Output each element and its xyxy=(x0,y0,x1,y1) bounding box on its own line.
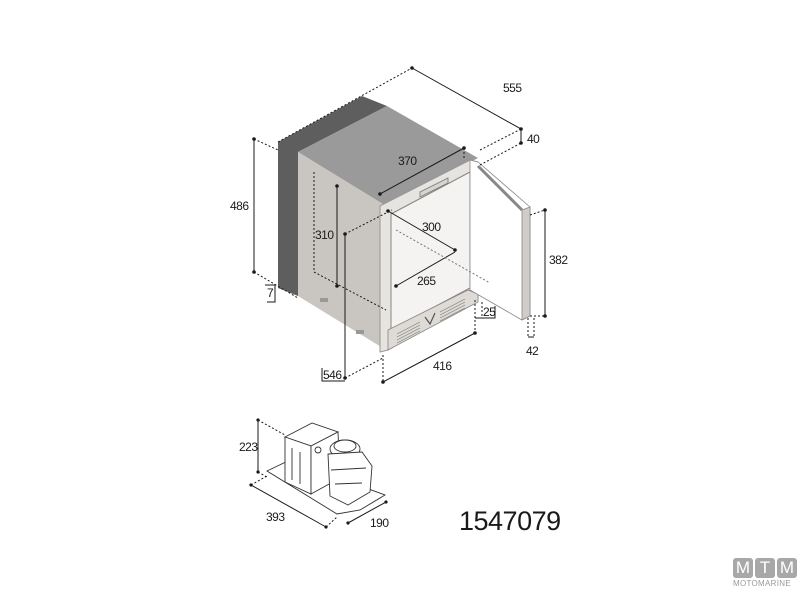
dim-depth-total: 555 xyxy=(503,81,522,95)
motomarine-logo: M T M MOTOMARINE xyxy=(733,558,797,588)
dim-compressor-width: 190 xyxy=(370,516,389,530)
dimension-lines xyxy=(253,67,546,383)
logo-letter: M xyxy=(777,558,797,578)
logo-letter: M xyxy=(733,558,753,578)
dim-base-offset: 7 xyxy=(267,286,274,300)
product-code: 1547079 xyxy=(459,506,561,536)
logo-letter: T xyxy=(755,558,775,578)
fridge-illustration xyxy=(278,96,531,353)
dim-body-depth: 546 xyxy=(323,368,342,382)
dimension-endpoints xyxy=(252,66,547,384)
compressor-dimension-lines xyxy=(250,419,387,528)
dim-frame-offset: 40 xyxy=(527,132,540,146)
dim-total-height: 486 xyxy=(230,199,249,213)
dim-door-thickness: 42 xyxy=(526,344,539,358)
dim-interior-width: 265 xyxy=(417,274,436,288)
compressor-illustration xyxy=(266,422,387,515)
dim-door-height: 382 xyxy=(549,253,568,267)
logo-name: MOTOMARINE xyxy=(733,579,791,588)
dim-front-width: 416 xyxy=(433,359,452,373)
dim-frame-depth: 25 xyxy=(483,305,496,319)
dim-interior-depth: 300 xyxy=(422,220,441,234)
dim-interior-height: 310 xyxy=(315,228,334,242)
dim-compressor-length: 393 xyxy=(266,510,285,524)
dim-interior-depth-top: 370 xyxy=(398,154,417,168)
dim-compressor-height: 223 xyxy=(239,440,258,454)
